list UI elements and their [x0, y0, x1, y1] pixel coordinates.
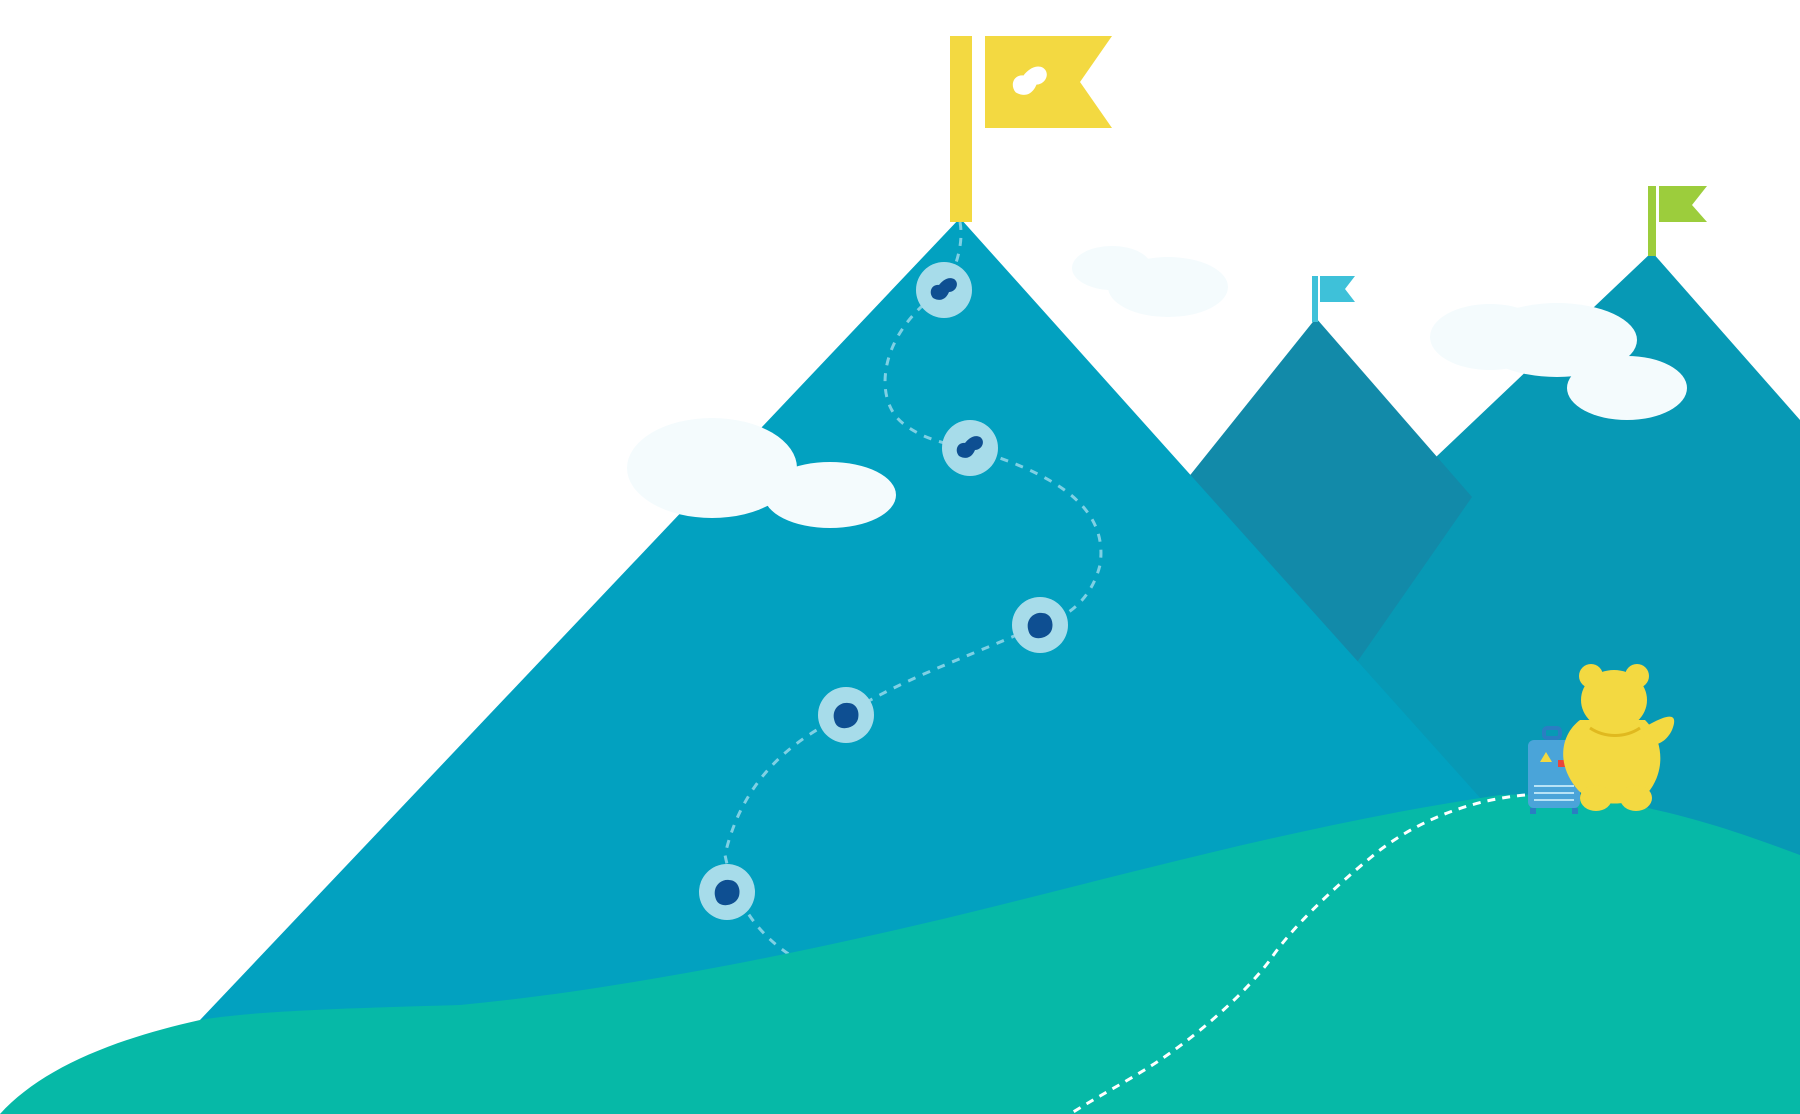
mountain-trail	[723, 221, 1103, 957]
summit-flag	[950, 36, 1112, 222]
milestone-3	[1012, 597, 1068, 653]
middle-flag	[1312, 276, 1355, 322]
cloud-middle	[1072, 246, 1228, 317]
gummy-bear-icon	[1563, 664, 1675, 811]
right-flag	[1648, 186, 1707, 256]
milestone-1	[916, 262, 972, 318]
cloud-left	[627, 418, 896, 528]
milestone-5	[699, 864, 755, 920]
cloud-right	[1430, 303, 1687, 420]
hill-trail	[1069, 793, 1526, 1114]
milestone-2	[942, 420, 998, 476]
milestone-4	[818, 687, 874, 743]
